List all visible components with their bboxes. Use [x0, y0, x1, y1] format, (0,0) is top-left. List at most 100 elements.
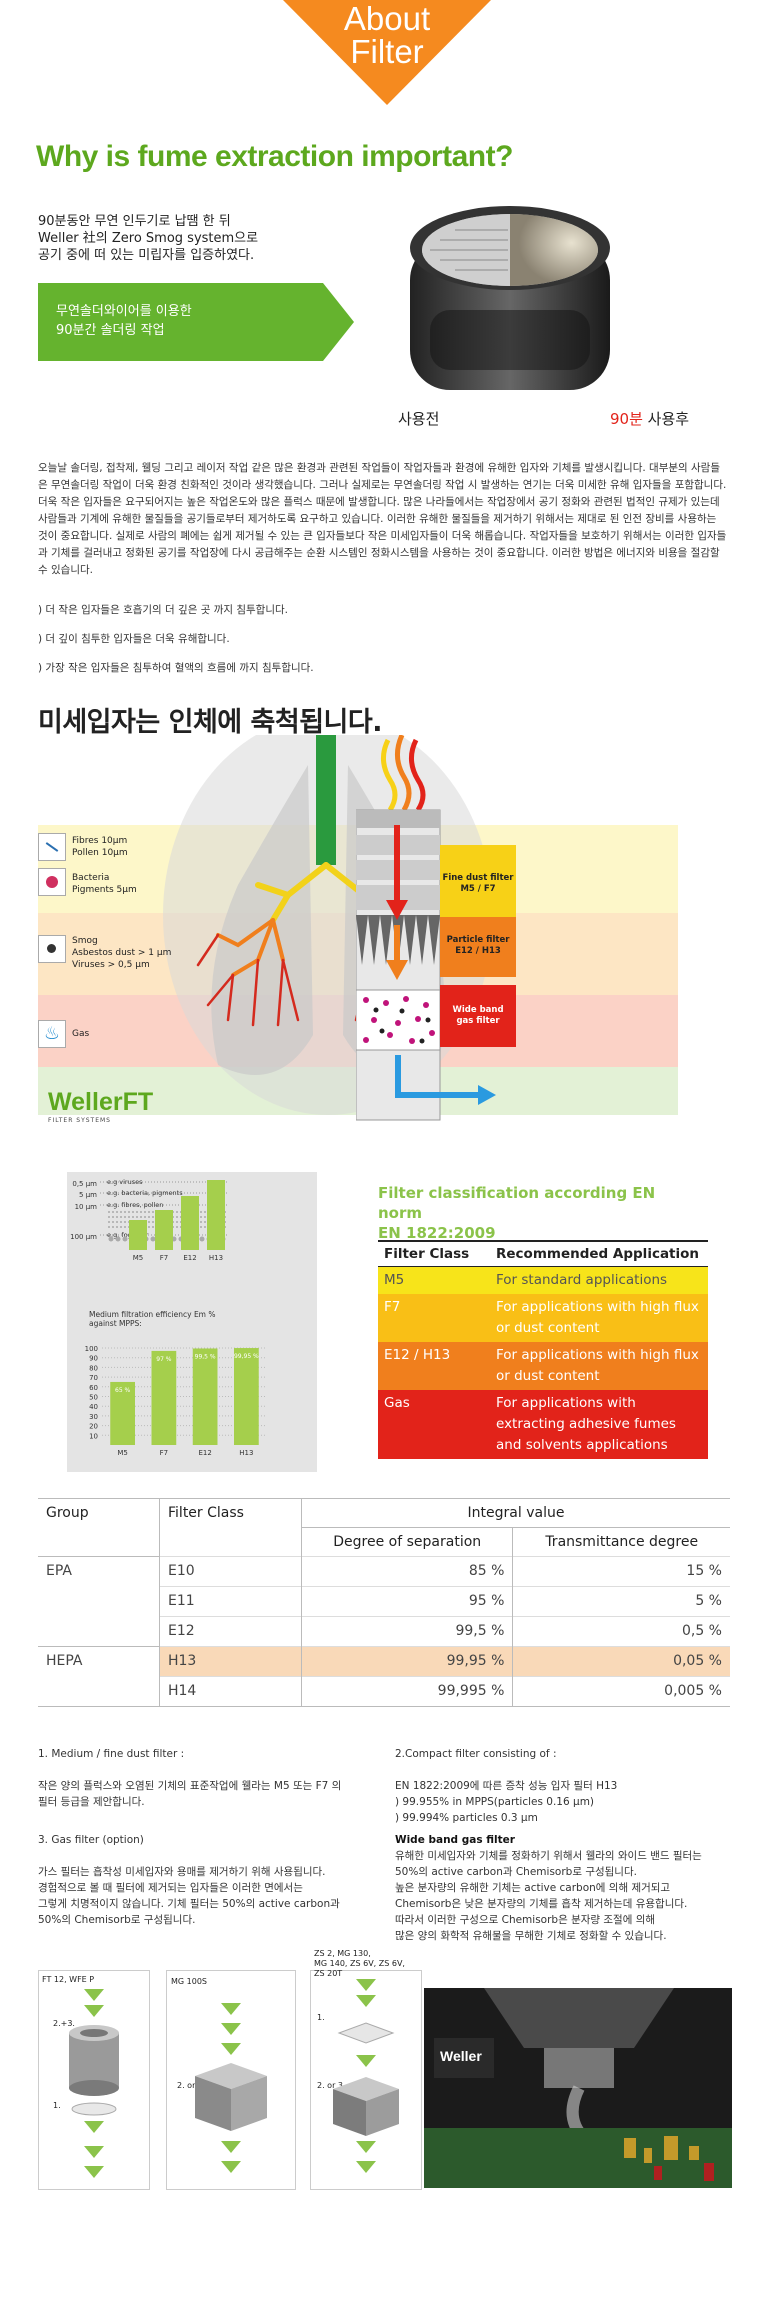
note-2-title: 2.Compact filter consisting of : — [395, 1748, 557, 1760]
efficiency-bar — [192, 1348, 218, 1445]
product-step: 1. — [317, 2013, 325, 2022]
x-tick-label: E12 — [198, 1449, 211, 1457]
note-1-title: 1. Medium / fine dust filter : — [38, 1748, 185, 1760]
caption-after-minutes: 90분 — [610, 410, 643, 428]
y-tick-label: 60 — [89, 1384, 98, 1392]
group-cell — [38, 1586, 160, 1617]
filter-class-cell: E12 / H13 — [384, 1347, 451, 1363]
separation-cell: 95 % — [301, 1586, 514, 1617]
note-1: 1. Medium / fine dust filter : 작은 양의 플럭스… — [38, 1730, 368, 1826]
filter-column-graphic — [356, 735, 516, 1121]
x-tick-label: F7 — [160, 1449, 168, 1457]
size-bar — [155, 1210, 173, 1250]
body-paragraph: 오늘날 솔더링, 접착제, 웰딩 그리고 레이저 작업 같은 많은 환경과 관련… — [38, 462, 727, 576]
separation-cell: 99,995 % — [301, 1676, 514, 1707]
bullet-list: ) 더 작은 입자들은 호흡기의 더 깊은 곳 까지 침투합니다. ) 더 깊이… — [38, 596, 728, 683]
y-tick-label: 80 — [89, 1364, 98, 1372]
caption-after: 90분 사용후 — [610, 408, 689, 429]
bar-value-label: 99,95 % — [234, 1353, 259, 1360]
gas-icon: ♨ — [38, 1020, 66, 1048]
y-tick-label: 50 — [89, 1394, 98, 1402]
group-cell — [38, 1676, 160, 1707]
efficiency-bar — [234, 1348, 259, 1445]
accumulation-title: 미세입자는 인체에 축척됩니다. — [38, 707, 382, 738]
class-cell: E12 — [159, 1616, 302, 1647]
transmittance-cell: 5 % — [512, 1586, 730, 1617]
size-bar — [181, 1196, 199, 1250]
y-tick-label: 70 — [89, 1374, 98, 1382]
col-group: Group — [38, 1498, 160, 1557]
size-label: 0,5 μm — [72, 1180, 97, 1188]
class-cell: E10 — [159, 1556, 302, 1587]
intro-text: 90분동안 무연 인두기로 납땜 한 뒤 Weller 社의 Zero Smog… — [38, 214, 259, 263]
caption-after-label: 사용후 — [642, 410, 690, 428]
y-tick-label: 30 — [89, 1413, 98, 1421]
smog-icon — [38, 935, 66, 963]
machine-weller-logo: Weller — [440, 2048, 482, 2064]
size-label: 100 μm — [70, 1233, 97, 1241]
note-3: 3. Gas filter (option) 가스 필터는 흡착성 미세입자와 … — [38, 1816, 378, 1944]
note-4: Wide band gas filter 유해한 미세입자와 기체를 정화하기 … — [395, 1816, 740, 1960]
separation-cell: 85 % — [301, 1556, 514, 1587]
note-1-body: 작은 양의 플럭스와 오염된 기체의 표준작업에 웰라는 M5 또는 F7 의 … — [38, 1780, 342, 1808]
filter-class-title: Filter classification according EN norm … — [378, 1184, 656, 1242]
product-mg100s: MG 100S 2. or 3. — [166, 1970, 296, 2190]
y-tick-label: 20 — [89, 1423, 98, 1431]
group-cell: EPA — [38, 1556, 160, 1587]
size-example: e.g. bacteria, pigments — [107, 1189, 183, 1197]
y-tick-label: 100 — [85, 1345, 98, 1353]
fibre-icon — [38, 833, 66, 861]
product-zs2: ZS 2, MG 130, MG 140, ZS 6V, ZS 6V, ZS 2… — [310, 1949, 422, 2190]
bar-value-label: 65 % — [115, 1387, 131, 1394]
bullet-item: ) 더 깊이 침투한 입자들은 더욱 유해합니다. — [38, 633, 230, 645]
class-cell: H13 — [159, 1646, 302, 1677]
filter-stage-label: Wide band gas filter — [452, 1005, 504, 1026]
bar-value-label: 97 % — [156, 1356, 172, 1363]
efficiency-bar — [151, 1350, 177, 1445]
y-tick-label: 10 — [89, 1432, 98, 1440]
size-example: e.g. fog, hair — [107, 1231, 149, 1239]
transmittance-cell: 0,05 % — [512, 1646, 730, 1677]
size-example: e.g. fibres, pollen — [107, 1201, 163, 1209]
col-integral-value: Integral value — [301, 1498, 730, 1528]
x-tick-label: H13 — [239, 1449, 253, 1457]
about-tab-label: About Filter — [283, 2, 491, 68]
col-filter-class: Filter Class — [378, 1240, 490, 1267]
machine-photo: Weller — [424, 1988, 732, 2188]
filter-photo — [400, 200, 620, 400]
note-3-body: 가스 필터는 흡착성 미세입자와 용매를 제거하기 위해 사용됩니다. 경험적으… — [38, 1866, 340, 1926]
efficiency-bar — [110, 1381, 135, 1445]
filter-stage-label: Fine dust filter M5 / F7 — [442, 873, 514, 894]
product-ft12: FT 12, WFE P 2.+3. 1. — [38, 1970, 150, 2190]
weller-logo-sub: FILTER SYSTEMS — [48, 1117, 111, 1124]
bullet-item: ) 더 작은 입자들은 호흡기의 더 깊은 곳 까지 침투합니다. — [38, 604, 288, 616]
about-tab-shape — [283, 0, 491, 105]
class-cell: H14 — [159, 1676, 302, 1707]
size-bar — [207, 1180, 225, 1250]
filter-class-cell: F7 — [384, 1299, 401, 1315]
about-line2: Filter — [350, 33, 424, 70]
note-4-title: Wide band gas filter — [395, 1834, 515, 1846]
green-arrow-box — [38, 283, 354, 361]
note-3-title: 3. Gas filter (option) — [38, 1834, 144, 1846]
filter-stage-label: Particle filter E12 / H13 — [446, 935, 510, 956]
application-cell: For standard applications — [496, 1272, 668, 1288]
particle-label: Smog Asbestos dust > 1 μm Viruses > 0,5 … — [72, 936, 172, 970]
application-cell: For applications with extracting adhesiv… — [496, 1395, 676, 1453]
transmittance-cell: 15 % — [512, 1556, 730, 1587]
note-4-body: 유해한 미세입자와 기체를 정화하기 위해서 웰라의 와이드 밴드 필터는 50… — [395, 1850, 702, 1942]
filter-class-cell: M5 — [384, 1272, 405, 1288]
note-2: 2.Compact filter consisting of : EN 1822… — [395, 1730, 735, 1842]
separation-cell: 99,5 % — [301, 1616, 514, 1647]
transmittance-cell: 0,5 % — [512, 1616, 730, 1647]
